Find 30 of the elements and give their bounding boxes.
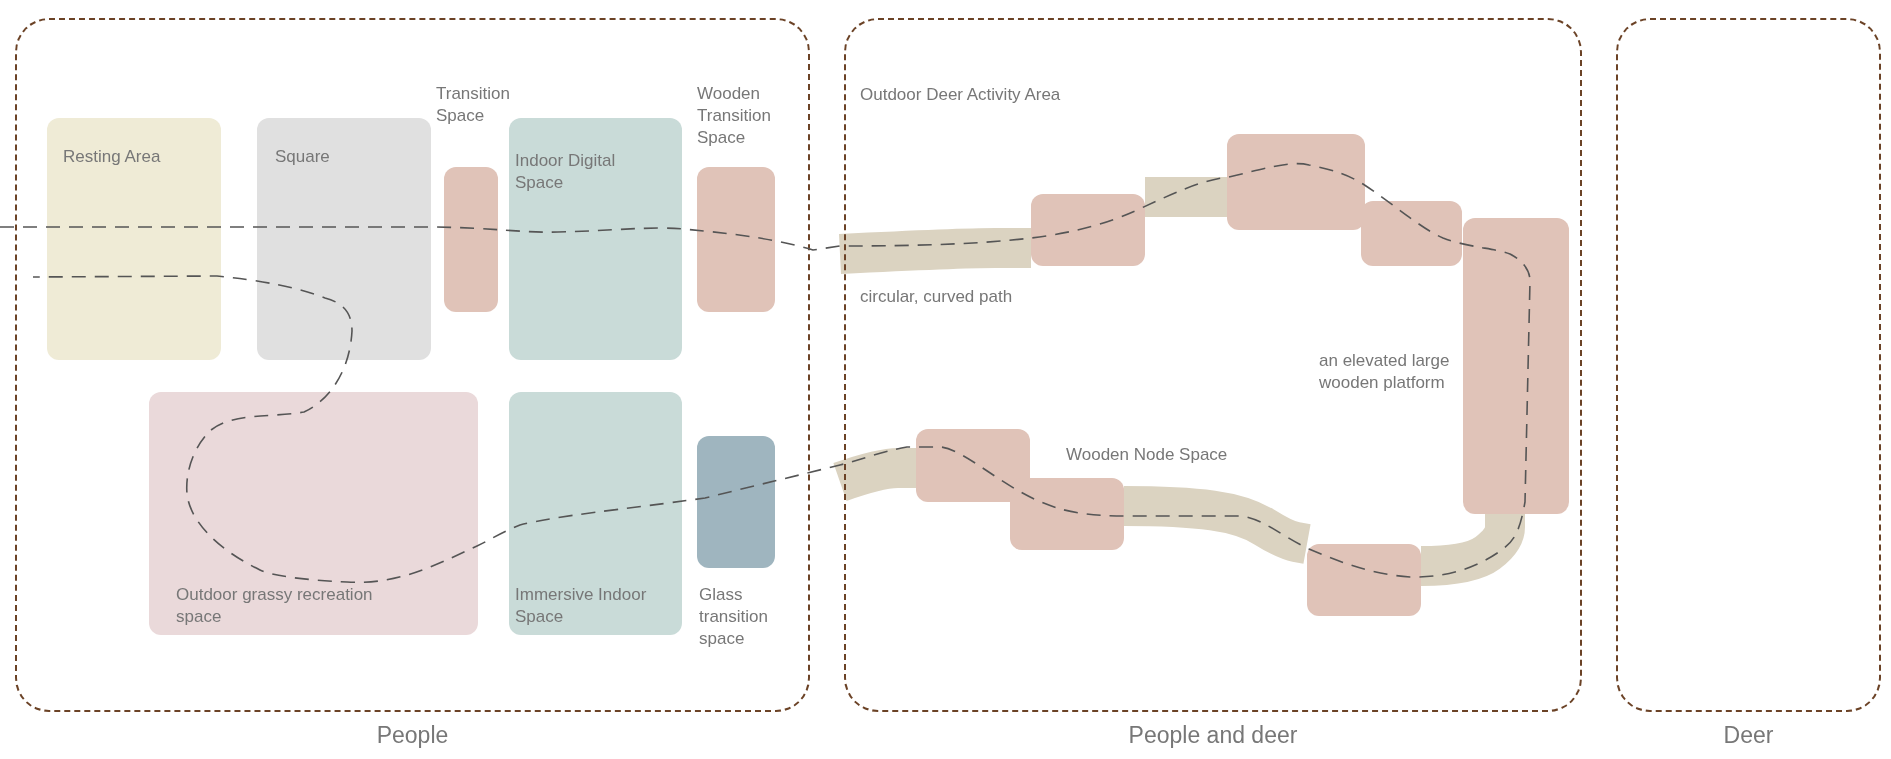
deck-block bbox=[1307, 544, 1421, 616]
space-label: Resting Area bbox=[63, 146, 161, 168]
space-block bbox=[509, 392, 682, 635]
space-label: Glass transition space bbox=[699, 584, 769, 650]
zone-label: People and deer bbox=[1127, 722, 1299, 749]
area-label: Wooden Node Space bbox=[1066, 444, 1229, 466]
space-label: Square bbox=[275, 146, 330, 168]
deck-block bbox=[1361, 201, 1462, 266]
zone-label: Deer bbox=[1722, 722, 1775, 749]
space-label: Outdoor grassy recreation space bbox=[176, 584, 374, 628]
walkway-path bbox=[833, 448, 918, 501]
deck-block bbox=[1010, 478, 1124, 550]
space-block bbox=[47, 118, 221, 360]
space-block bbox=[257, 118, 431, 360]
deck-block bbox=[916, 429, 1030, 502]
space-block bbox=[509, 118, 682, 360]
area-label: circular, curved path bbox=[860, 286, 1014, 308]
walkway-path bbox=[1145, 177, 1227, 217]
area-label: an elevated large wooden platform bbox=[1319, 350, 1451, 394]
deck-block bbox=[1227, 134, 1365, 230]
space-block bbox=[149, 392, 478, 635]
walkway-path bbox=[839, 228, 1031, 274]
space-label: Immersive Indoor Space bbox=[515, 584, 648, 628]
deck-block bbox=[1463, 218, 1569, 514]
zone-label: People bbox=[375, 722, 450, 749]
space-label: Transition Space bbox=[436, 83, 511, 127]
space-label: Indoor Digital Space bbox=[515, 150, 617, 194]
space-label: Wooden Transition Space bbox=[697, 83, 772, 149]
deck-block bbox=[1031, 194, 1145, 266]
area-label: Outdoor Deer Activity Area bbox=[860, 84, 1062, 106]
